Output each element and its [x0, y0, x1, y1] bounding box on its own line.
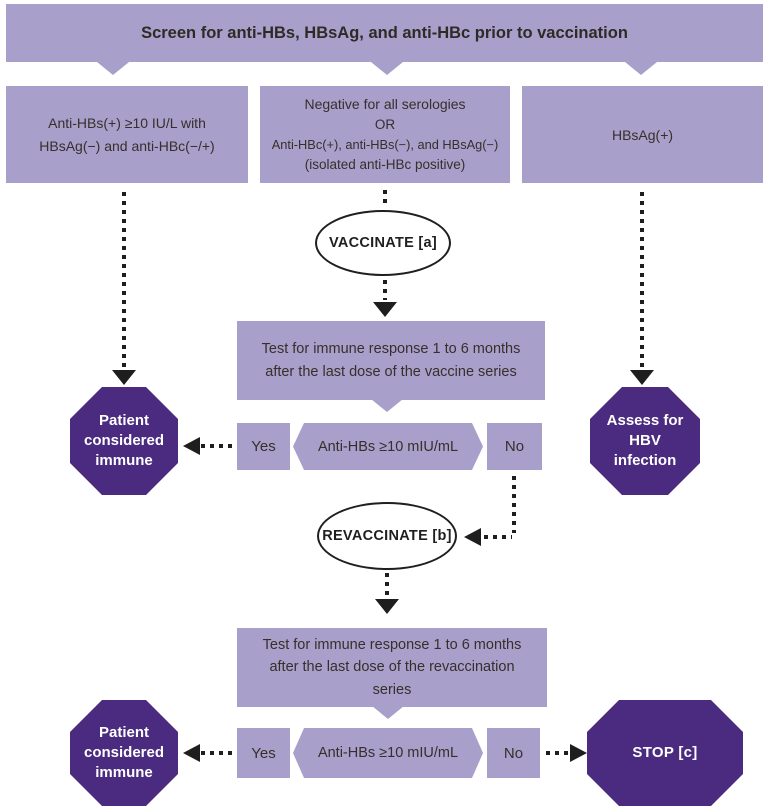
stop-label: STOP [c] — [632, 743, 698, 761]
patient-immune-octagon-2: Patient considered immune — [70, 700, 178, 806]
test-after-revaccination-box: Test for immune response 1 to 6 months a… — [237, 628, 547, 707]
dotted-connector-left-branch — [122, 192, 126, 368]
dotted-connector-revaccinate-test — [385, 573, 389, 597]
arrowhead-down-test1-icon — [373, 302, 397, 317]
decision1-yes-label: Yes — [251, 438, 276, 455]
dotted-connector-middle-branch — [383, 190, 387, 206]
test-after-vaccine-box: Test for immune response 1 to 6 months a… — [237, 321, 545, 400]
dotted-connector-vaccinate-test — [383, 280, 387, 300]
test1-tab — [371, 399, 403, 412]
dotted-connector-no1-vertical — [512, 476, 516, 533]
decision2-question-banner: Anti-HBs ≥10 mIU/mL — [293, 728, 483, 778]
revaccinate-label: REVACCINATE [b] — [322, 528, 452, 544]
test-after-revaccination-label: Test for immune response 1 to 6 months a… — [262, 636, 522, 698]
arrowhead-down-left-icon — [112, 370, 136, 385]
decision1-question-banner: Anti-HBs ≥10 mIU/mL — [293, 423, 483, 470]
negative-serologies-line1: Negative for all serologies — [304, 96, 466, 113]
decision2-yes-label: Yes — [251, 744, 276, 762]
negative-serologies-line3: Anti-HBc(+), anti-HBs(−), and HBsAg(−) — [271, 137, 499, 153]
arrowhead-left-yes1-icon — [183, 437, 200, 455]
arrowhead-down-right-icon — [630, 370, 654, 385]
assess-hbv-octagon: Assess for HBV infection — [590, 387, 700, 495]
arrowhead-down-test2-icon — [375, 599, 399, 614]
assess-hbv-label: Assess for HBV infection — [606, 411, 684, 470]
test-after-vaccine-label: Test for immune response 1 to 6 months a… — [261, 341, 521, 380]
arrowhead-left-yes2-icon — [183, 744, 200, 762]
decision2-no-label: No — [503, 744, 524, 762]
page-title: Screen for anti-HBs, HBsAg, and anti-HBc… — [141, 23, 628, 42]
decision1-question-label: Anti-HBs ≥10 mIU/mL — [317, 438, 459, 455]
patient-immune-label-2: Patient considered immune — [83, 723, 165, 782]
vaccinate-label: VACCINATE [a] — [328, 235, 438, 251]
revaccinate-node: REVACCINATE [b] — [317, 502, 457, 570]
negative-serologies-line4: (isolated anti-HBc positive) — [304, 156, 466, 172]
decision1-yes-box: Yes — [237, 423, 290, 470]
arrowhead-right-stop-icon — [570, 744, 587, 762]
decision2-yes-box: Yes — [237, 728, 290, 778]
vaccinate-node: VACCINATE [a] — [315, 210, 451, 276]
title-banner: Screen for anti-HBs, HBsAg, and anti-HBc… — [6, 4, 763, 62]
patient-immune-label-1: Patient considered immune — [83, 411, 165, 470]
negative-serologies-line2: OR — [374, 117, 396, 133]
test2-tab — [372, 706, 404, 719]
branch-box-immune-screen: Anti-HBs(+) ≥10 IU/L with HBsAg(−) and a… — [6, 86, 248, 183]
dotted-connector-yes1 — [201, 444, 237, 448]
branch-box-hbsag-positive: HBsAg(+) — [522, 86, 763, 183]
banner-tab-left — [97, 62, 129, 75]
decision1-no-box: No — [487, 423, 542, 470]
stop-octagon: STOP [c] — [587, 700, 743, 806]
patient-immune-octagon-1: Patient considered immune — [70, 387, 178, 495]
dotted-connector-no2 — [546, 751, 570, 755]
dotted-connector-right-branch — [640, 192, 644, 368]
decision1-no-label: No — [504, 438, 525, 455]
hbsag-positive-label: HBsAg(+) — [611, 126, 674, 143]
decision2-no-box: No — [487, 728, 540, 778]
decision2-question-label: Anti-HBs ≥10 mIU/mL — [317, 745, 459, 761]
dotted-connector-no1-horizontal — [484, 535, 512, 539]
banner-tab-right — [625, 62, 657, 75]
branch-box-negative-serologies: Negative for all serologies OR Anti-HBc(… — [260, 86, 510, 183]
dotted-connector-yes2 — [201, 751, 237, 755]
banner-tab-middle — [371, 62, 403, 75]
branch-immune-screen-label: Anti-HBs(+) ≥10 IU/L with HBsAg(−) and a… — [39, 115, 215, 154]
arrowhead-left-revaccinate-icon — [464, 528, 481, 546]
